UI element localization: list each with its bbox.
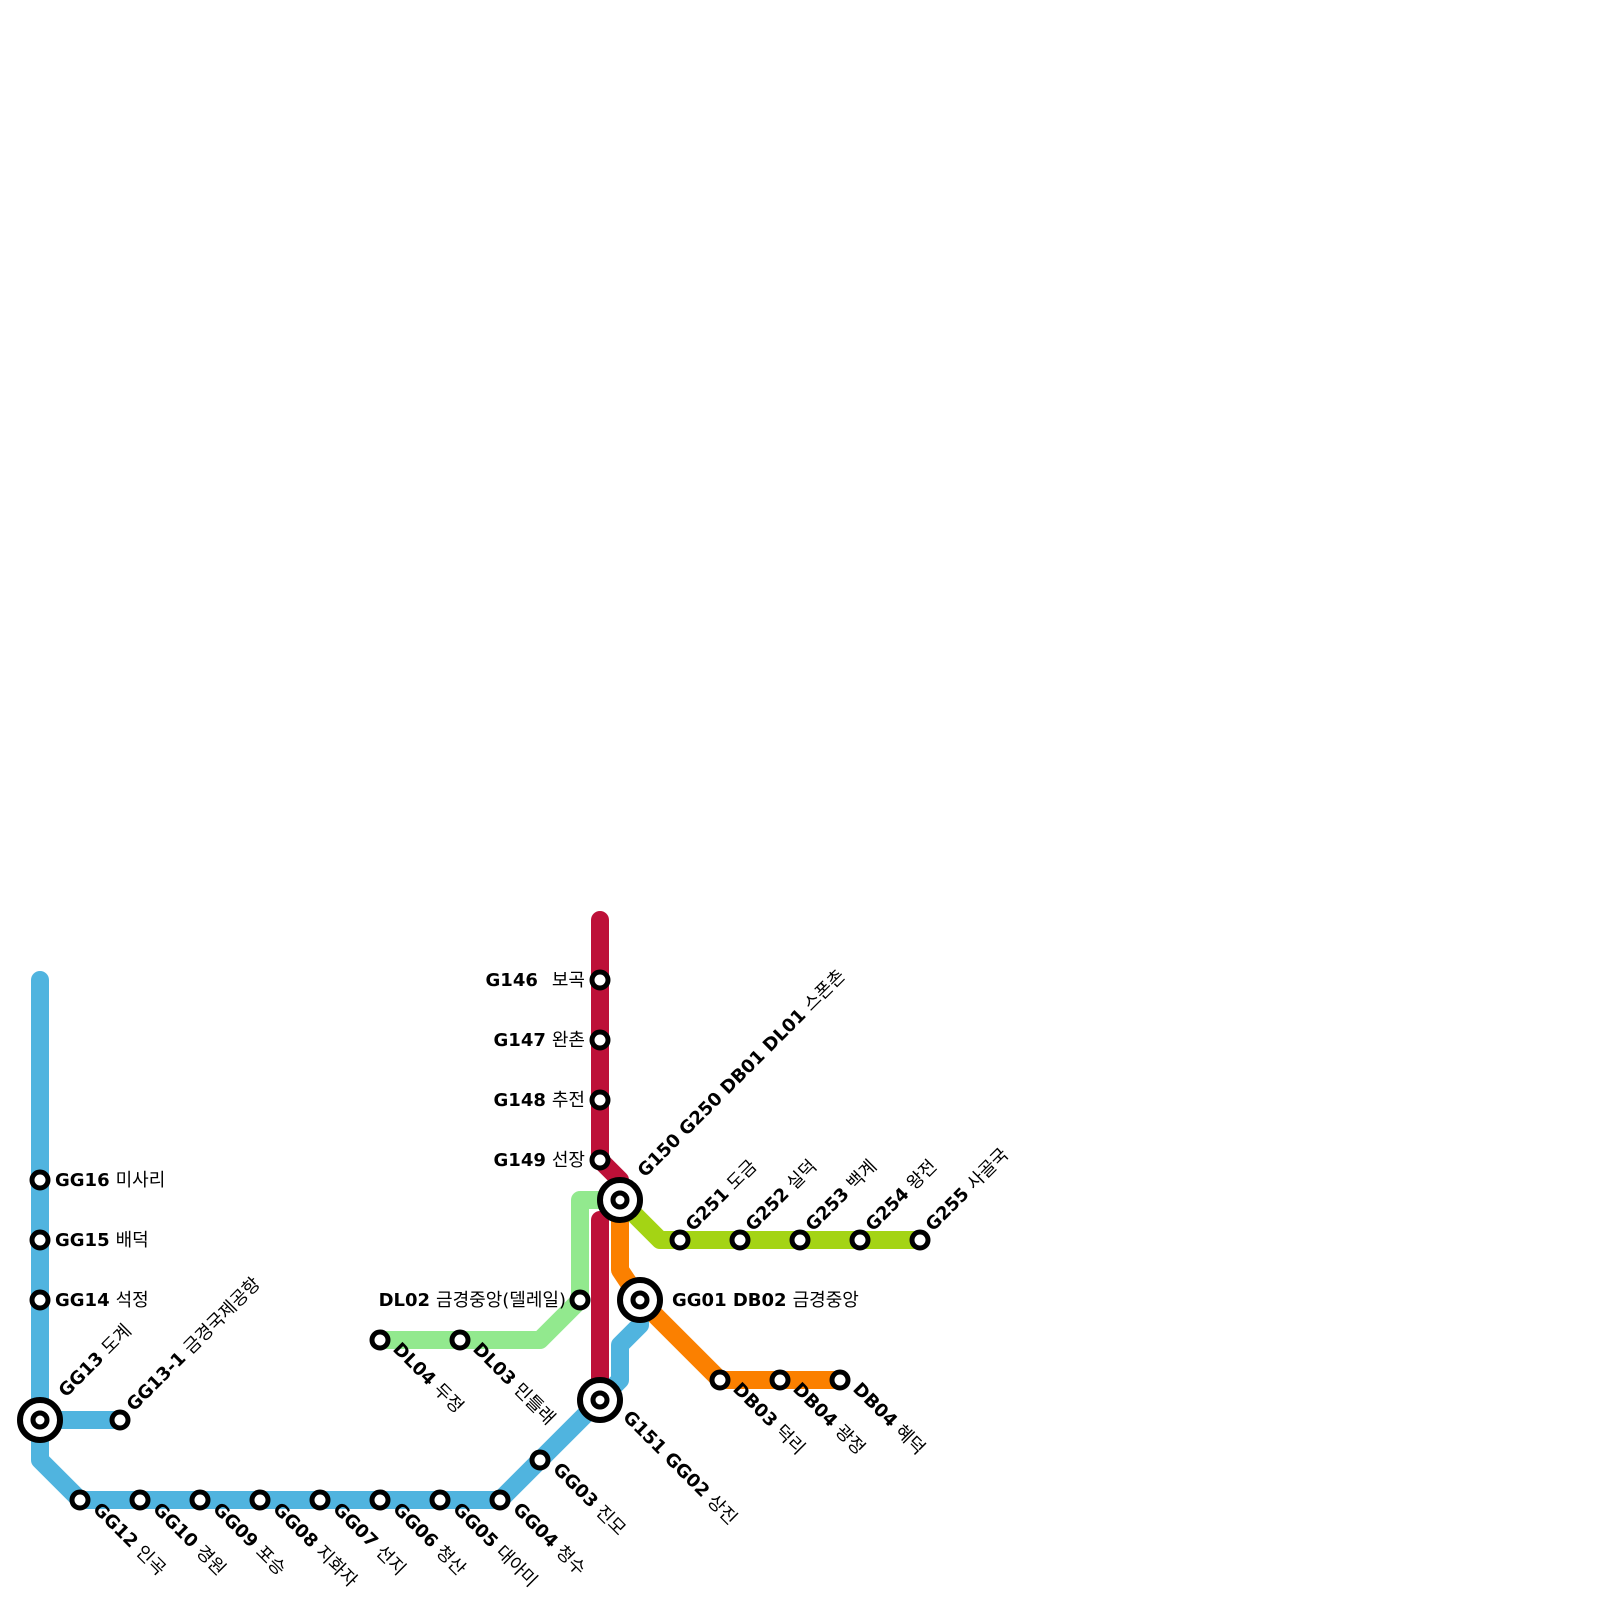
station-gg13[interactable] [17, 1397, 63, 1443]
station-g146[interactable] [589, 969, 611, 991]
station-gg05[interactable] [429, 1489, 451, 1511]
station-g251[interactable] [669, 1229, 691, 1251]
station-dl02[interactable] [569, 1289, 591, 1311]
station-g151[interactable] [577, 1377, 623, 1423]
station-db04b[interactable] [829, 1369, 851, 1391]
station-gg07[interactable] [309, 1489, 331, 1511]
station-gg04[interactable] [489, 1489, 511, 1511]
station-g150[interactable] [597, 1177, 643, 1223]
station-gg13-1[interactable] [109, 1409, 131, 1431]
station-g255[interactable] [909, 1229, 931, 1251]
station-gg01[interactable] [617, 1277, 663, 1323]
station-g147[interactable] [589, 1029, 611, 1051]
station-dl03[interactable] [449, 1329, 471, 1351]
station-g252[interactable] [729, 1229, 751, 1251]
station-gg06[interactable] [369, 1489, 391, 1511]
station-gg15[interactable] [29, 1229, 51, 1251]
station-gg09[interactable] [189, 1489, 211, 1511]
station-gg12[interactable] [69, 1489, 91, 1511]
station-gg16[interactable] [29, 1169, 51, 1191]
station-g148[interactable] [589, 1089, 611, 1111]
station-g254[interactable] [849, 1229, 871, 1251]
station-gg10[interactable] [129, 1489, 151, 1511]
station-dl04[interactable] [369, 1329, 391, 1351]
station-gg03[interactable] [529, 1449, 551, 1471]
station-gg14[interactable] [29, 1289, 51, 1311]
station-g253[interactable] [789, 1229, 811, 1251]
station-g149[interactable] [589, 1149, 611, 1171]
station-db03[interactable] [709, 1369, 731, 1391]
station-gg08[interactable] [249, 1489, 271, 1511]
station-db04a[interactable] [769, 1369, 791, 1391]
